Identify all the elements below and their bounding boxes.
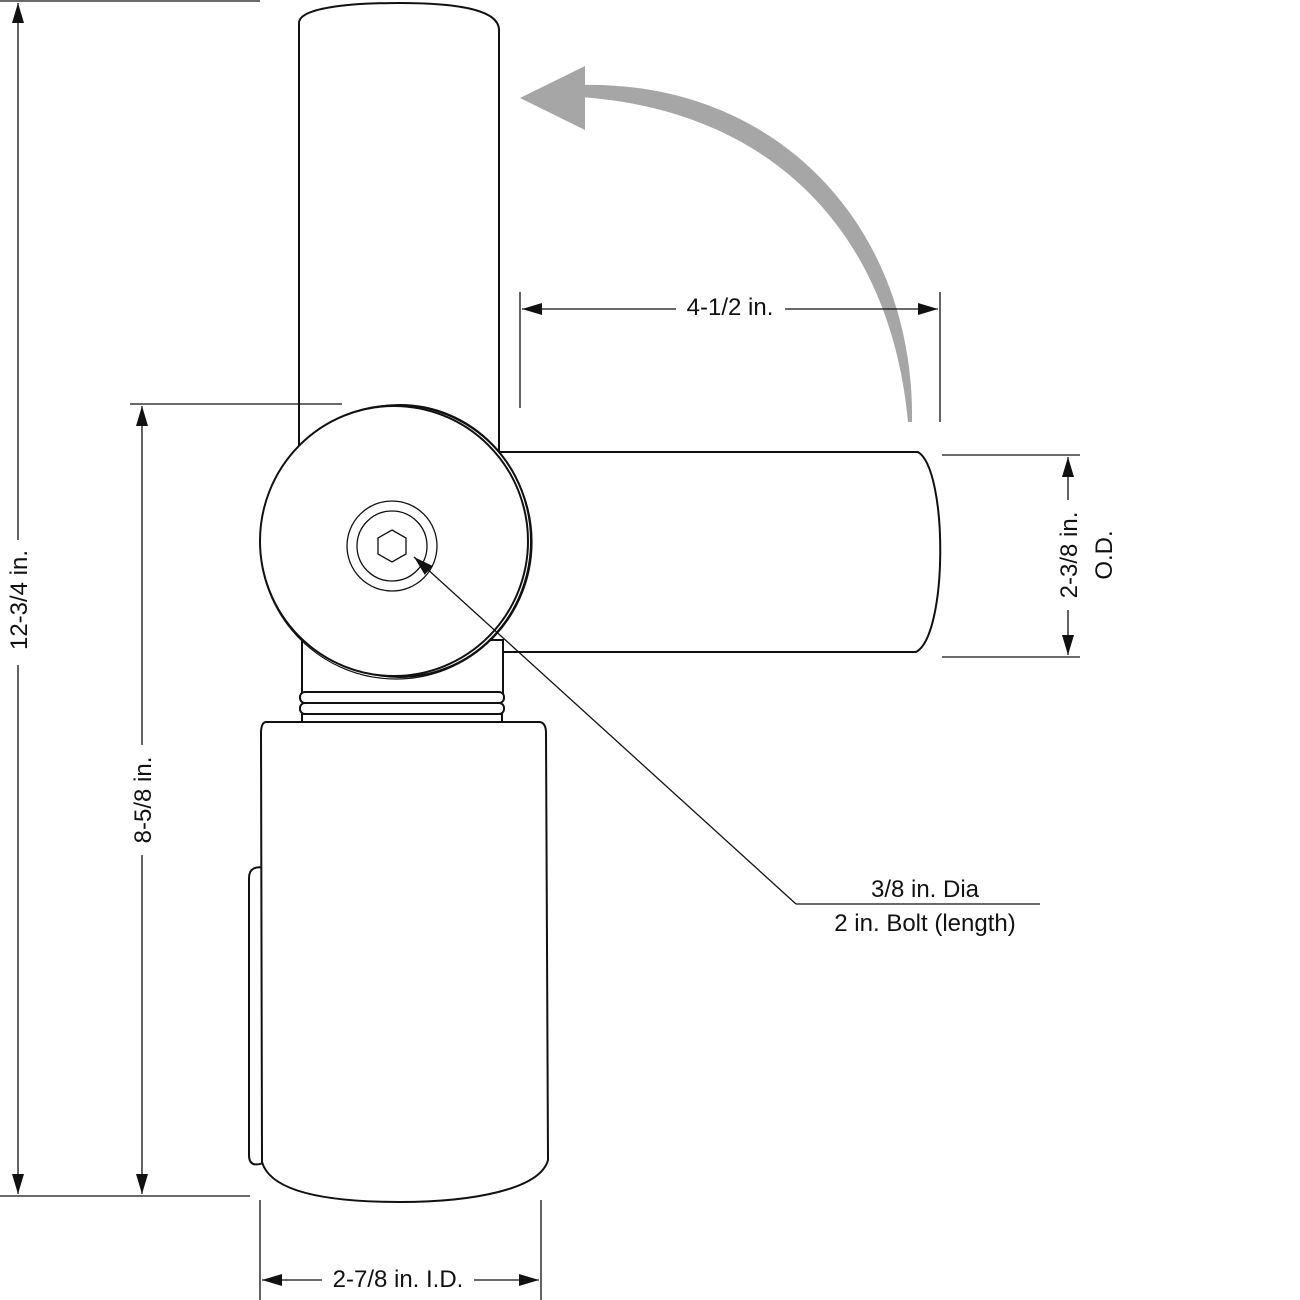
- arm-length-label: 4-1/2 in.: [687, 294, 774, 321]
- rotation-arrow-icon: [520, 66, 913, 423]
- bolt-length-label: 2 in. Bolt (length): [834, 910, 1015, 937]
- arm-od-suffix-label: O.D.: [1091, 530, 1118, 579]
- bolt-callout: 3/8 in. Dia 2 in. Bolt (length): [413, 556, 1040, 937]
- hex-socket-bolt-icon: [346, 500, 438, 592]
- horizontal-arm: [489, 451, 942, 653]
- arm-od-value-label: 2-3/8 in.: [1056, 512, 1083, 599]
- upper-tube: [298, 1, 500, 451]
- extension-lines: [0, 0, 1080, 1300]
- overall-height-label: 12-3/4 in.: [6, 550, 33, 650]
- bolt-diameter-label: 3/8 in. Dia: [871, 876, 980, 903]
- lower-socket: [248, 721, 550, 1204]
- arm-length-dimension: 4-1/2 in.: [522, 294, 938, 321]
- pivot-height-label: 8-5/8 in.: [130, 757, 157, 844]
- pivot-height-dimension: 8-5/8 in.: [130, 406, 157, 1194]
- socket-id-label: 2-7/8 in. I.D.: [333, 1266, 464, 1293]
- pivot-disc: [259, 404, 533, 680]
- overall-height-dimension: 12-3/4 in.: [6, 3, 33, 1194]
- arm-od-dimension: 2-3/8 in. O.D.: [1056, 457, 1118, 655]
- socket-id-dimension: 2-7/8 in. I.D.: [262, 1266, 539, 1293]
